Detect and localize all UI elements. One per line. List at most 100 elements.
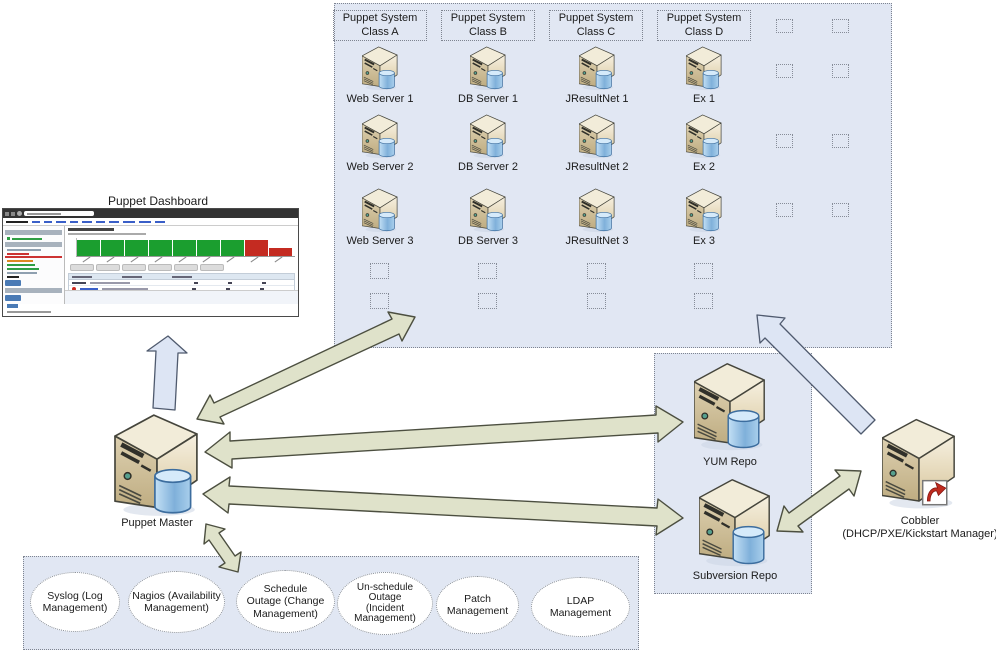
- sidebar-section-bar: [5, 242, 62, 247]
- yum-repo-server-icon: [694, 362, 766, 452]
- dashboard-main: [65, 226, 298, 304]
- ellipsis-placeholder: [370, 263, 389, 279]
- server-label: JResultNet 1: [565, 93, 629, 105]
- subversion-repo-server-icon: [699, 478, 771, 568]
- sidebar-item: [7, 253, 62, 255]
- server-icon: [579, 46, 615, 91]
- sidebar-item: [7, 249, 62, 251]
- ellipsis-placeholder: [832, 203, 849, 217]
- sidebar-item: [7, 276, 62, 278]
- server-label: JResultNet 3: [565, 235, 629, 247]
- class-a-header: Puppet System Class A: [333, 10, 427, 41]
- server-label: DB Server 3: [458, 235, 518, 247]
- sidebar-item: [7, 237, 62, 240]
- browser-toolbar: [3, 209, 298, 218]
- address-bar: [24, 211, 94, 216]
- sidebar-item: [7, 268, 62, 270]
- chart-title-bar: [68, 228, 114, 231]
- ellipsis-placeholder: [587, 293, 606, 309]
- dashboard-nav-links: [3, 218, 298, 226]
- ellipsis-placeholder: [587, 263, 606, 279]
- sidebar-selected-underline: [5, 256, 62, 258]
- db-chart-bar: [173, 240, 196, 256]
- server-icon: [362, 188, 398, 233]
- class-b-header: Puppet System Class B: [441, 10, 535, 41]
- db-chart-ticks: [76, 257, 295, 263]
- failed-status-icon: [72, 286, 76, 291]
- ellipsis-placeholder: [832, 64, 849, 78]
- class-d-header: Puppet System Class D: [657, 10, 751, 41]
- db-filter-tabs: [70, 264, 295, 271]
- ellipsis-placeholder: [832, 19, 849, 33]
- service-ellipse-syslog: Syslog (Log Management): [30, 572, 120, 632]
- footer-text-bar: [7, 311, 51, 313]
- db-chart-bar: [269, 248, 292, 256]
- service-ellipse-patch: Patch Management: [436, 576, 519, 634]
- db-chart-bars: [76, 238, 295, 257]
- server-icon: [686, 114, 722, 159]
- sidebar-button: [5, 295, 21, 301]
- dashboard-body: [3, 226, 298, 304]
- sidebar-item: [7, 264, 62, 266]
- server-label: JResultNet 2: [565, 161, 629, 173]
- ellipsis-placeholder: [478, 263, 497, 279]
- server-icon: [470, 188, 506, 233]
- arrow-master-dashboard: [146, 335, 188, 411]
- ellipsis-placeholder: [776, 203, 793, 217]
- server-label: Web Server 3: [346, 235, 414, 247]
- service-ellipse-schedule-outage: Schedule Outage (Change Management): [236, 570, 335, 633]
- puppet-dashboard-window: [2, 208, 299, 317]
- sidebar-button: [5, 280, 21, 286]
- server-icon: [470, 46, 506, 91]
- dashboard-label: Puppet Dashboard: [107, 194, 209, 208]
- db-chart-bar: [149, 240, 172, 256]
- sidebar-section-bar: [5, 288, 62, 293]
- db-chart-bar: [221, 240, 244, 256]
- table-header: [69, 274, 294, 280]
- cobbler-server-icon: [882, 413, 956, 515]
- db-chart-bar: [101, 240, 124, 256]
- server-label: Ex 2: [692, 161, 715, 173]
- server-icon: [470, 114, 506, 159]
- server-label: DB Server 1: [458, 93, 518, 105]
- server-label: Ex 3: [692, 235, 715, 247]
- db-chart-bar: [197, 240, 220, 256]
- server-label: DB Server 2: [458, 161, 518, 173]
- service-ellipse-nagios: Nagios (Availability Management): [128, 571, 225, 633]
- reload-icon: [17, 211, 22, 216]
- chart-subtitle-bar: [68, 233, 146, 235]
- server-icon: [579, 188, 615, 233]
- server-label: Ex 1: [692, 93, 715, 105]
- ellipsis-placeholder: [478, 293, 497, 309]
- dashboard-sidebar: [3, 226, 65, 304]
- footer-button: [7, 304, 18, 308]
- back-icon: [5, 211, 9, 216]
- sidebar-section-bar: [5, 230, 62, 235]
- ellipsis-placeholder: [832, 134, 849, 148]
- server-icon: [362, 114, 398, 159]
- server-label: Web Server 2: [346, 161, 414, 173]
- arrow-master-subversion: [202, 476, 684, 536]
- service-ellipse-unschedule-outage: Un-schedule Outage (Incident Management): [337, 572, 433, 635]
- puppet-master-server-icon: [112, 413, 202, 518]
- ellipsis-placeholder: [694, 263, 713, 279]
- server-icon: [362, 46, 398, 91]
- arrow-master-yum: [204, 405, 684, 469]
- ellipsis-placeholder: [776, 19, 793, 33]
- ellipsis-placeholder: [776, 134, 793, 148]
- server-label: Web Server 1: [346, 93, 414, 105]
- sidebar-item: [7, 260, 62, 262]
- db-chart-bar: [77, 240, 100, 256]
- table-row: [69, 280, 294, 286]
- sidebar-item: [7, 272, 62, 274]
- server-icon: [686, 46, 722, 91]
- ellipsis-placeholder: [776, 64, 793, 78]
- puppet-master-label: Puppet Master: [121, 517, 193, 529]
- forward-icon: [11, 211, 15, 216]
- db-chart-bar: [125, 240, 148, 256]
- ellipsis-placeholder: [370, 293, 389, 309]
- class-c-header: Puppet System Class C: [549, 10, 643, 41]
- server-icon: [686, 188, 722, 233]
- dashboard-footer: [65, 290, 298, 304]
